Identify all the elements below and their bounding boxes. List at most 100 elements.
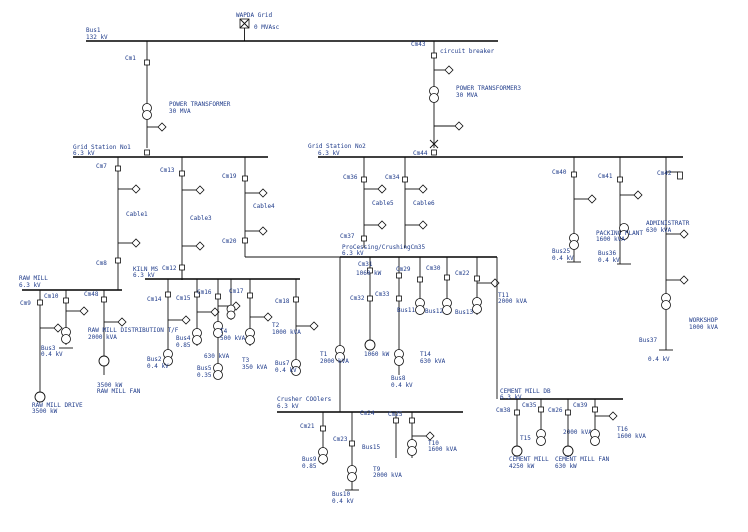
raw-mill-dist-name: RAW MILL DISTRIBUTION T/F bbox=[88, 327, 179, 334]
cb31-label: Cm31 bbox=[358, 261, 373, 268]
t11-feeder bbox=[472, 257, 500, 315]
raw-mill-fan-name: RAW MILL FAN bbox=[97, 388, 141, 395]
bus2-voltage: 0.4 kV bbox=[147, 363, 169, 370]
cement-mill-motor bbox=[511, 445, 523, 457]
kiln-ms-label: KILN MS bbox=[133, 266, 159, 273]
feeder-packing-plant bbox=[617, 157, 643, 265]
bus1-label: Bus1 bbox=[86, 27, 101, 34]
cb8-label: Cm8 bbox=[96, 260, 107, 267]
bus3-label: Bus3 bbox=[41, 345, 56, 352]
raw-mill-bus-voltage: 6.3 kV bbox=[19, 282, 41, 289]
cb16-label: Cm16 bbox=[197, 289, 212, 296]
cement-mill-fan-kw: 630 kW bbox=[555, 463, 577, 470]
bus13-label: Bus13 bbox=[455, 309, 473, 316]
cement-mill-name: CEMENT MILL bbox=[509, 456, 549, 463]
t1-name: T1 bbox=[320, 351, 328, 358]
kiln-fan-label: 1060 kW bbox=[356, 270, 382, 277]
cb41-label: Cm41 bbox=[598, 173, 613, 180]
workshop-name: WORKSHOP bbox=[689, 317, 718, 324]
bus10-label: Bus10 bbox=[332, 491, 350, 498]
kiln-ms-voltage: 6.3 kV bbox=[133, 272, 155, 279]
t9-rating: 2000 kVA bbox=[373, 472, 402, 479]
bus12-feeder bbox=[442, 257, 452, 315]
bus10-feeder bbox=[345, 412, 359, 491]
bus4-label: Bus4 bbox=[176, 335, 191, 342]
pt1-feeder bbox=[142, 41, 167, 156]
t3-feeder bbox=[245, 279, 273, 346]
pt2-feeder bbox=[429, 41, 464, 156]
bus7-label: Bus7 bbox=[275, 360, 290, 367]
admin-name: ADMINISTRATR bbox=[646, 220, 690, 227]
cb13-label: Cm13 bbox=[160, 167, 175, 174]
cb22-label: Cm22 bbox=[455, 270, 470, 277]
cb21-label: Cm21 bbox=[300, 423, 315, 430]
cb32-label: Cm32 bbox=[350, 295, 365, 302]
gs2-label: Grid Station No2 bbox=[308, 143, 366, 150]
cb39-label: Cm39 bbox=[573, 402, 588, 409]
cb15-label: Cm15 bbox=[176, 295, 191, 302]
t1-rating: 2000 kVA bbox=[320, 358, 349, 365]
bus36-voltage: 0.4 kV bbox=[598, 257, 620, 264]
cb18-label: Cm18 bbox=[275, 298, 290, 305]
raw-mill-drive-kw: 3500 kW bbox=[32, 408, 58, 415]
kiln-fan-feeder bbox=[364, 257, 376, 351]
cb14-label: Cm14 bbox=[147, 296, 162, 303]
cb30-label: Cm30 bbox=[426, 265, 441, 272]
t15-rating: 2000 kVA bbox=[563, 429, 592, 436]
pt2-rating: 30 MVA bbox=[456, 92, 478, 99]
workshop-rating: 1000 kVA bbox=[689, 324, 718, 331]
pt1-rating: 30 MVA bbox=[169, 108, 191, 115]
cable4-label: Cable4 bbox=[253, 203, 275, 210]
raw-mill-drive-motor bbox=[34, 391, 46, 403]
gs1-label: Grid Station No1 bbox=[73, 144, 131, 151]
cb20-label: Cm20 bbox=[222, 238, 237, 245]
bus12-label: Bus12 bbox=[425, 308, 443, 315]
pt2-name: POWER TRANSFORMER3 bbox=[456, 85, 521, 92]
bus37-voltage: 0.4 kV bbox=[648, 356, 670, 363]
bus7-feeder bbox=[291, 279, 319, 376]
cb34-label: Cm34 bbox=[385, 174, 400, 181]
t11-rating: 2000 kVA bbox=[498, 298, 527, 305]
bus5-label: Bus5 bbox=[197, 365, 212, 372]
bus36-label: Bus36 bbox=[598, 250, 616, 257]
t11-name: T11 bbox=[498, 292, 509, 299]
feeder-cable5 bbox=[361, 157, 387, 248]
t14-name: T14 bbox=[420, 351, 431, 358]
t16-rating: 1600 kVA bbox=[617, 433, 646, 440]
t4-name: T4 bbox=[220, 328, 228, 335]
feeder-bus25 bbox=[567, 157, 597, 263]
cb23-label: Cm23 bbox=[333, 436, 348, 443]
gs1-voltage: 6.3 kV bbox=[73, 150, 95, 157]
cb36-label: Cm36 bbox=[343, 174, 358, 181]
cb29-label: Cm29 bbox=[396, 266, 411, 273]
raw-mill-drive-feeder bbox=[34, 290, 63, 403]
grid-rating: 0 MVAsc bbox=[254, 24, 280, 31]
pt1-name: POWER TRANSFORMER bbox=[169, 101, 231, 108]
raw-mill-bus-label: RAW MILL bbox=[19, 275, 48, 282]
t2-rating: 1000 kVA bbox=[272, 329, 301, 336]
raw-mill-fan-motor bbox=[98, 355, 110, 367]
t5-rating: 630 kVA bbox=[204, 353, 230, 360]
cb44-label: Cm44 bbox=[413, 150, 428, 157]
cement-mill-motor-feeder bbox=[511, 399, 523, 457]
raw-mill-dist-rating: 2000 kVA bbox=[88, 334, 117, 341]
cable3-label: Cable3 bbox=[190, 215, 212, 222]
cb9-label: Cm9 bbox=[20, 300, 31, 307]
t10-name: T10 bbox=[428, 440, 439, 447]
feeder-cable1 bbox=[115, 157, 141, 280]
crusher-bus-label: Crusher COOlers bbox=[277, 396, 332, 403]
kiln-fan-kw: 1060 kW bbox=[364, 351, 390, 358]
cb43-label: Cm43 bbox=[411, 41, 426, 48]
t4-feeder bbox=[226, 279, 236, 320]
bus9-voltage: 0.85 bbox=[302, 463, 317, 470]
grid-source[interactable] bbox=[239, 18, 250, 41]
t15-name: T15 bbox=[520, 435, 531, 442]
cement-mill-kw: 4250 kW bbox=[509, 463, 535, 470]
bus2-label: Bus2 bbox=[147, 356, 162, 363]
admin-rating: 630 kVA bbox=[646, 227, 672, 234]
bus1-voltage: 132 kV bbox=[86, 34, 108, 41]
cable5-label: Cable5 bbox=[372, 200, 394, 207]
raw-mill-fan-kw: 3500 kW bbox=[97, 382, 123, 389]
bus4-voltage: 0.85 bbox=[176, 342, 191, 349]
